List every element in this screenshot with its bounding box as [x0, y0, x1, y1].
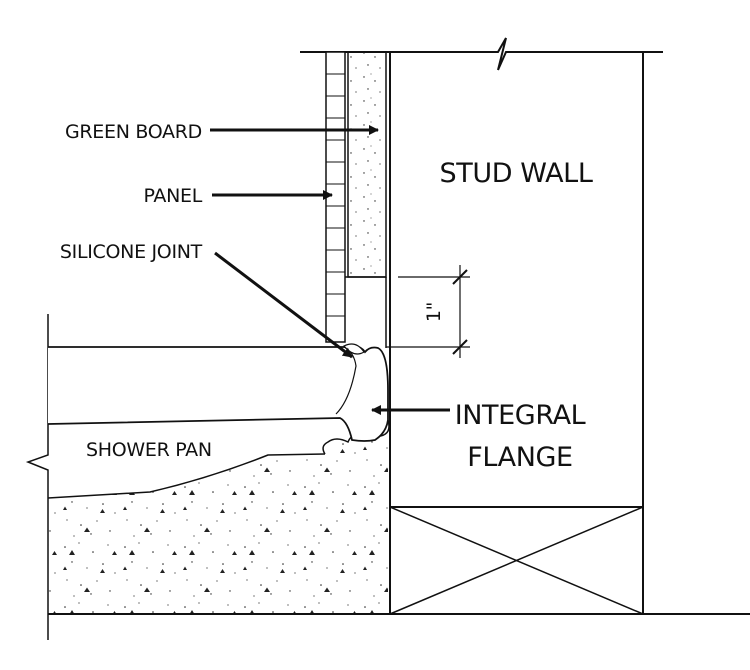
shower-pan-label: SHOWER PAN: [86, 439, 212, 461]
dimension-label: 1": [423, 302, 445, 322]
integral-flange-label-line1: INTEGRAL: [455, 400, 586, 431]
green-board-label: GREEN BOARD: [65, 121, 202, 143]
wall-panel: [325, 51, 387, 348]
panel-label: PANEL: [143, 185, 202, 207]
dimension-marker: 1": [398, 265, 470, 358]
silicone-joint-label: SILICONE JOINT: [60, 241, 203, 263]
silicone-joint-arrow: [214, 251, 353, 359]
integral-flange-label-line2: FLANGE: [467, 442, 572, 473]
stud-wall-label: STUD WALL: [440, 158, 593, 189]
green-board: [347, 51, 387, 278]
shower-pan: [47, 345, 389, 442]
mortar-bed: [48, 436, 388, 614]
stud-wall: [300, 37, 663, 615]
